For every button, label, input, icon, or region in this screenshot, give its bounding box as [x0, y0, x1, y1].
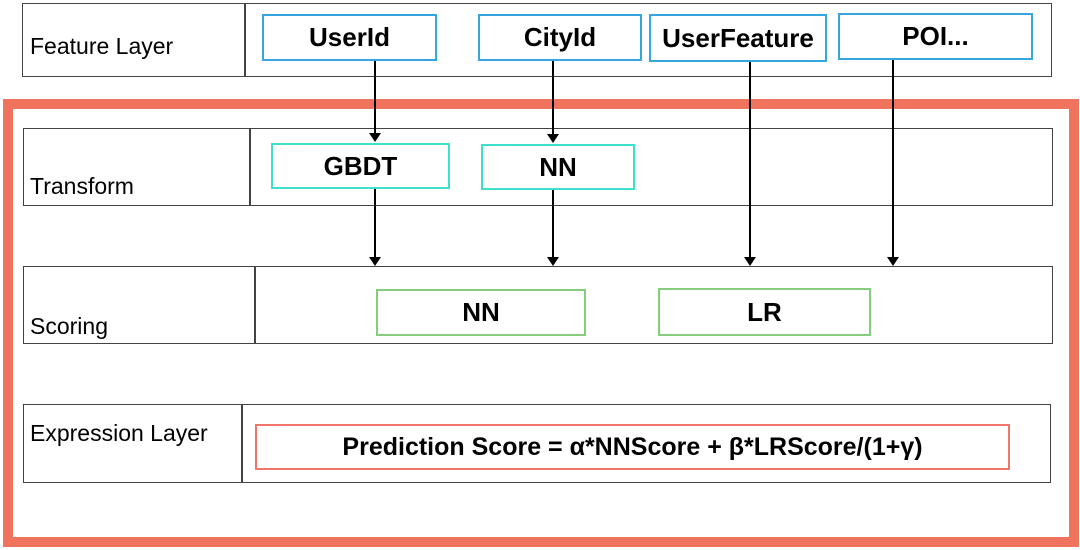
row-label-transform: Transform — [30, 173, 134, 199]
feature-box-userfeature: UserFeature — [649, 14, 827, 62]
arrow-gbdt-to-scoring-icon — [369, 189, 381, 266]
row-divider — [244, 4, 246, 76]
arrow-nn-to-scoring-icon — [547, 190, 559, 266]
feature-box-cityid: CityId — [478, 14, 642, 61]
arrow-userid-to-gbdt-icon — [369, 61, 381, 142]
row-label-expression-layer: Expression Layer — [30, 420, 208, 446]
row-divider — [241, 405, 243, 482]
transform-box-nn: NN — [481, 144, 635, 190]
scoring-box-nn: NN — [376, 289, 586, 336]
row-label-scoring: Scoring — [30, 313, 108, 339]
feature-box-poi: POI... — [838, 13, 1033, 60]
row-transform — [23, 128, 1053, 206]
expression-formula-box: Prediction Score = α*NNScore + β*LRScore… — [255, 424, 1010, 470]
row-divider — [249, 129, 251, 205]
transform-box-gbdt: GBDT — [271, 143, 450, 189]
highlight-frame — [3, 99, 1079, 547]
arrow-cityid-to-nn-icon — [547, 61, 559, 143]
row-label-feature-layer: Feature Layer — [30, 33, 174, 59]
arrow-userfeature-to-scoring-icon — [744, 62, 756, 266]
row-divider — [254, 267, 256, 343]
feature-box-userid: UserId — [262, 14, 437, 61]
arrow-poi-to-scoring-icon — [887, 60, 899, 266]
scoring-box-lr: LR — [658, 288, 871, 336]
